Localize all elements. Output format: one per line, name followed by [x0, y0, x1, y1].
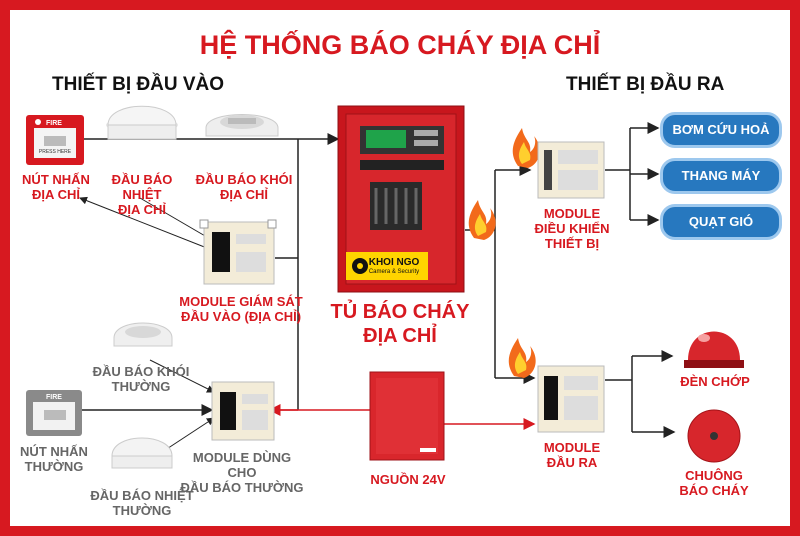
pill-fan: QUẠT GIÓ	[660, 204, 782, 240]
power-supply-device	[369, 371, 445, 461]
khoi-ngo-logo	[346, 252, 428, 280]
diagram-title: HỆ THỐNG BÁO CHÁY ĐỊA CHỈ	[199, 30, 601, 60]
monitor-arrow-2	[139, 197, 213, 241]
power-label: NGUỒN 24V	[370, 472, 446, 487]
section-output-title: THIẾT BỊ ĐẦU RA	[566, 74, 725, 95]
output-module-device	[537, 365, 605, 433]
call-point-conventional-device: FIRE	[26, 390, 82, 436]
section-input-title: THIẾT BỊ ĐẦU VÀO	[52, 74, 225, 95]
pill-elevator: THANG MÁY	[660, 158, 782, 194]
smoke-conv-link	[149, 359, 215, 393]
flame-icon	[508, 338, 536, 378]
logo-subtext: Camera & Security	[368, 269, 420, 275]
heat-detector-addressable-device	[106, 105, 178, 140]
flame-icon	[468, 200, 496, 240]
strobe-light-device	[684, 331, 744, 368]
panel-label: TỦ BÁO CHÁY ĐỊA CHỈ	[330, 301, 470, 347]
svg-text:PRESS HERE: PRESS HERE	[39, 149, 72, 155]
logo-text: KHOI NGO	[368, 257, 420, 268]
svg-text:FIRE: FIRE	[46, 120, 62, 127]
smoke-detector-addressable-device	[205, 114, 279, 137]
flame-icon	[512, 128, 540, 168]
strobe-label: ĐÈN CHỚP	[680, 374, 750, 389]
monitor-module-device	[199, 219, 277, 285]
fire-bell-device	[687, 409, 741, 463]
monitor-arrow-1	[79, 196, 213, 251]
call-point-addressable-device: FIRE PRESS HERE	[26, 115, 84, 165]
zone-module-device	[211, 381, 275, 441]
pill-fire-pump: BƠM CỨU HOẢ	[660, 112, 782, 148]
smoke-detector-conventional-device	[113, 322, 173, 347]
heat-detector-conventional-device	[111, 437, 173, 469]
control-module-device	[537, 141, 605, 199]
svg-text:FIRE: FIRE	[46, 394, 62, 401]
